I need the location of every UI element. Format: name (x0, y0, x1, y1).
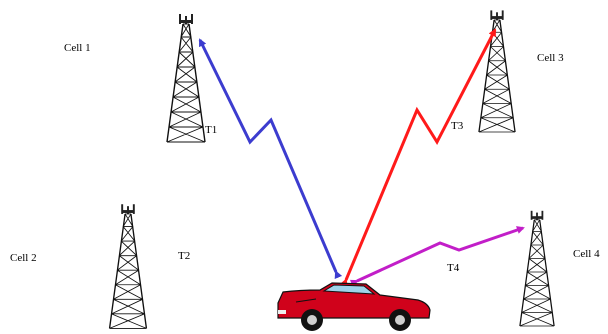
cell-3-label: Cell 3 (537, 52, 564, 64)
t1-label: T1 (205, 124, 218, 136)
cell-2-label: Cell 2 (10, 252, 37, 264)
tower-icon-cell-2 (108, 203, 148, 330)
cell-1-label: Cell 1 (64, 42, 91, 54)
cell-4-label: Cell 4 (573, 248, 600, 260)
t4-label: T4 (447, 262, 460, 274)
signal-path-t1 (198, 38, 343, 280)
tower-icon-cell-3 (478, 9, 516, 133)
signal-path-t4 (349, 226, 525, 288)
tower-icon-cell-4 (519, 210, 555, 327)
tower-icon-cell-1 (166, 13, 206, 143)
signal-path-t3 (339, 28, 497, 288)
car-icon (277, 282, 431, 331)
t3-label: T3 (451, 120, 464, 132)
t2-label: T2 (178, 250, 191, 262)
